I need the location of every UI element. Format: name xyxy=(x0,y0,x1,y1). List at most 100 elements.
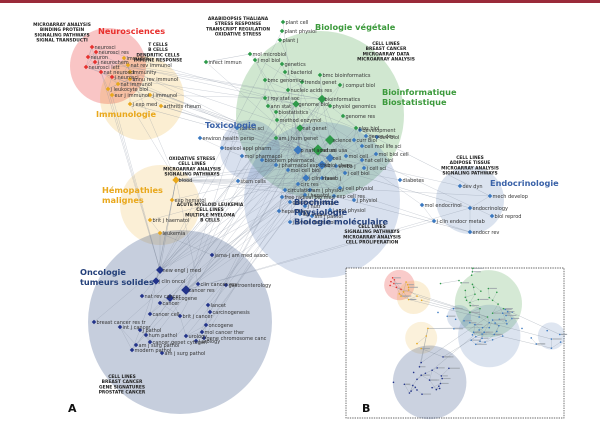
inset-node-j-immunol xyxy=(416,295,418,297)
node-label-exp-cell-res: exp cell res xyxy=(337,194,366,200)
node-label-biol-reprod: biol reprod xyxy=(495,214,522,220)
edge-269 xyxy=(129,103,299,151)
edge-256 xyxy=(185,335,205,339)
edge-50 xyxy=(279,39,331,159)
inset-edge-94 xyxy=(441,368,450,376)
node-immunol xyxy=(121,55,127,61)
inset-node-genes-chromosome xyxy=(438,387,441,390)
edge-24 xyxy=(129,71,331,141)
edge-143 xyxy=(175,164,277,181)
edge-117 xyxy=(305,135,367,179)
inset-node-toxicol-sci xyxy=(452,307,455,310)
annotation-line: ARABIDOPSIS THALIANA xyxy=(208,16,269,22)
inset-node-mod-pathol xyxy=(408,392,411,394)
node-brit-j-cancer xyxy=(177,313,183,319)
inset-edge-116 xyxy=(427,327,483,329)
cluster-halo-neuro xyxy=(70,28,146,104)
node-label-comput-biol: j comput biol xyxy=(342,83,376,89)
node-label-am-j-surg-pathol: am j surg pathol xyxy=(139,343,180,349)
inset-node-gastroenterology-b xyxy=(475,335,477,338)
inset-node-int-j-cancer xyxy=(403,383,406,386)
edge-68 xyxy=(267,105,301,129)
node-mol-cancer-ther xyxy=(199,329,205,335)
node-label-plant-cell: plant cell xyxy=(286,20,309,26)
node-label-endocr-rev: endocr rev xyxy=(473,230,500,236)
annotation-line: DENDRITIC CELLS xyxy=(136,52,179,58)
inset-label-mark-13 xyxy=(500,318,506,320)
inset-edge-31 xyxy=(489,297,499,305)
inset-node-science xyxy=(491,312,494,315)
edge-170 xyxy=(278,201,291,212)
top-border-bar xyxy=(0,0,600,3)
cluster-label-line: Biologie végétale xyxy=(315,22,396,32)
node-label-plant-physiol: plant physiol xyxy=(285,29,317,35)
annotation-line: CELL LINES xyxy=(108,374,136,380)
edge-149 xyxy=(149,219,161,234)
inset-node-j-clin-invest xyxy=(481,326,484,329)
node-oncogene xyxy=(166,294,174,302)
edge-93 xyxy=(275,137,299,151)
inset-node-j-cell-biol xyxy=(498,324,500,327)
inset-node-hum-pathol xyxy=(414,386,417,389)
inset-tiny-labels xyxy=(393,267,568,395)
panel-label-a: A xyxy=(68,402,77,415)
edge-116 xyxy=(335,165,341,189)
inset-node-mol-cell-biol xyxy=(474,323,476,326)
node-label-genome-res: genome res xyxy=(346,114,376,120)
inset-node-gastroenterology xyxy=(448,367,450,370)
node-label-plant-j: plant j xyxy=(283,38,299,44)
node-label-oncogene-b: oncogene xyxy=(209,323,234,329)
inset-label-mark-12 xyxy=(470,311,480,313)
cluster-label-endo: Endocrinologie xyxy=(490,178,559,188)
inset-node-breast-cancer-res xyxy=(392,381,395,384)
inset-label-mark-45 xyxy=(462,282,470,284)
inset-label-mark-49 xyxy=(454,308,463,310)
node-label-j-invest-dermatol: j invest dermatol xyxy=(292,220,335,226)
edge-165 xyxy=(284,189,306,196)
inset-node-genetics xyxy=(471,283,474,286)
node-label-method-enzymol: method enzymol xyxy=(280,118,322,124)
inset-node-blood xyxy=(427,327,429,330)
node-label-annu-rev-immunol: annu rev immunol xyxy=(133,77,179,83)
edge-108 xyxy=(345,145,363,157)
inset-node-endocr-rev xyxy=(550,347,553,349)
edge-28 xyxy=(129,78,323,166)
edge-214 xyxy=(155,127,301,282)
inset-edge-21 xyxy=(472,284,476,295)
edge-35 xyxy=(100,71,119,85)
node-label-neurosci-res: neurosci res xyxy=(99,50,130,56)
inset-node-j-invest-dermatol xyxy=(475,343,477,346)
inset-halo-endo xyxy=(537,322,566,350)
node-label-lab-invest: lab invest xyxy=(303,212,327,218)
node-label-genome-biol: genome biol xyxy=(299,102,330,108)
inset-edge-72 xyxy=(484,322,490,333)
cluster-halo-oncologie xyxy=(88,230,272,414)
edge-202 xyxy=(329,139,493,217)
node-label-physiol-genomics: physiol genomics xyxy=(333,104,377,110)
node-nature xyxy=(312,144,324,156)
edge-66 xyxy=(287,81,303,91)
node-label-eur-j-immunol: eur j immunol xyxy=(115,93,150,99)
node-label-j-exp-med: j exp med xyxy=(132,102,158,108)
inset-node-biochem-pharm xyxy=(463,320,465,322)
node-label-j-neurosci: j neurosci xyxy=(114,75,139,81)
inset-label-mark-50 xyxy=(495,333,503,335)
node-label-j-urology: j urology xyxy=(198,339,221,345)
edge-90 xyxy=(159,127,301,271)
inset-node-immunity xyxy=(407,286,410,289)
node-label-cancer-genet: cancer genet cytogen xyxy=(153,340,208,346)
inset-label-mark-26 xyxy=(489,287,497,289)
node-j-surg-pathol xyxy=(159,350,165,356)
node-label-cancer-res: cancer res xyxy=(189,288,215,294)
inset-node-oncogene-b xyxy=(439,382,442,385)
edge-229 xyxy=(119,326,141,331)
inset-node-plant-j xyxy=(470,274,473,277)
edge-227 xyxy=(119,149,319,328)
inset-node-bmc-genomics xyxy=(464,289,467,292)
edge-271 xyxy=(321,164,471,209)
inset-node-biostatistics xyxy=(469,301,471,304)
node-label-immunol: immunol xyxy=(127,56,149,62)
inset-node-urology xyxy=(431,386,433,389)
